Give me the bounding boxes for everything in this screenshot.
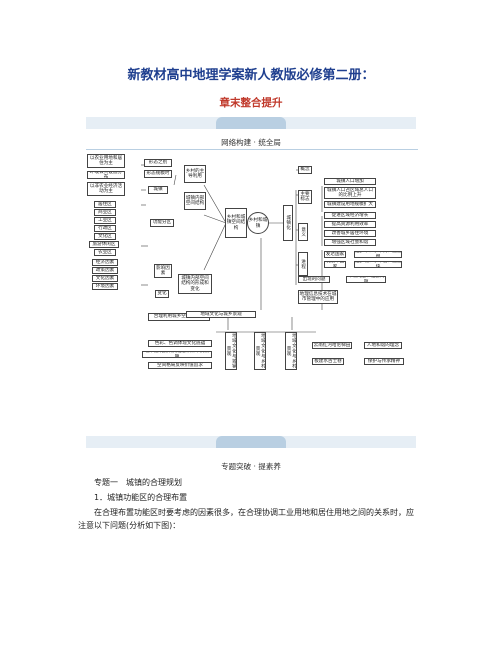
box-change: 变化 — [155, 290, 169, 298]
zone-item: 居住区 — [94, 201, 116, 208]
factor-item: 经济因素 — [92, 259, 118, 266]
box-agri-residence: 以农业用地和居住为主 — [87, 154, 125, 168]
factor-item: 文化因素 — [92, 275, 118, 282]
box-process: 进程 — [298, 252, 308, 276]
note-hani: 人地和谐的理念 — [364, 342, 402, 349]
note-problems: 环境问题、社会问题 — [346, 276, 386, 283]
box-region-landscape: 地域文化与乡村景观 — [285, 332, 297, 370]
box-indicators: 主要标志 — [298, 190, 312, 204]
box-old-lane: 板建水古士巷 — [312, 358, 344, 365]
zone-item: 农业区 — [94, 249, 116, 256]
page-subtitle: 章末整合提升 — [219, 97, 283, 109]
zone-item: 文化区 — [94, 233, 116, 240]
box-culture-landscape: 地域文化与城乡景观 — [186, 311, 256, 318]
box-spatial-structure: 乡村和城镇空间结构 — [225, 208, 247, 238]
section-label-topics: 专题突破 · 提素养 — [221, 462, 281, 471]
section-band-bottom — [86, 436, 416, 448]
indicator-item: 城镇人口占区域总人口的比例上升 — [324, 187, 376, 199]
bottom-left-item: 空间格局反映价值追求 — [148, 362, 212, 369]
box-form-scale: 形态规模时 — [144, 170, 172, 178]
box-form-difference: 形态之别 — [144, 159, 172, 167]
zone-item: 行政区 — [94, 225, 116, 232]
indicator-item: 城镇人口增加 — [324, 178, 376, 185]
box-hani-terraces: 云南红河哈尼梯田 — [312, 342, 352, 349]
section-label-network: 网络构建 · 统全局 — [221, 138, 281, 147]
factor-item: 政策因素 — [92, 267, 118, 274]
box-town: 城镇 — [148, 186, 168, 194]
zone-item: 商业区 — [94, 209, 116, 216]
zone-item: 旅游休闲区 — [89, 241, 119, 248]
box-structure-change: 城镇内部空间结构的形成和变化 — [178, 274, 212, 294]
box-nonagri: 以非农业经济活动为主 — [87, 182, 125, 196]
box-town-structure: 城镇内部空间结构 — [184, 192, 206, 210]
center-node: 乡村和城镇 — [247, 212, 269, 234]
bottom-left-item: 城市建筑反映文化意识和审美情趣 — [142, 351, 212, 358]
box-rural-landscape: 地域文化与乡村景观 — [254, 332, 266, 370]
meaning-item: 增强区域社会和谐 — [324, 239, 376, 246]
note-developing: 起步晚、水平低、速度快 — [354, 261, 402, 268]
page-title: 新教材高中地理学案新人教版必修第二册： — [127, 68, 375, 83]
box-developing: 发展中国家 — [324, 261, 346, 268]
box-problems: 出现的问题 — [298, 276, 330, 283]
box-gis: 地理信息技术在城市管理中的应用 — [298, 290, 338, 304]
box-developed: 发达国家 — [324, 251, 346, 258]
section-band-top — [86, 117, 416, 129]
indicator-item: 城镇建设用地规模扩大 — [324, 201, 376, 208]
factor-item: 环境因素 — [92, 283, 118, 290]
meaning-item: 改善城乡居住环境 — [324, 230, 376, 237]
topic-paragraph: 在合理布置功能区时要考虑的因素很多，在合理协调工业用地和居住用地之间的关系时，应… — [78, 508, 414, 530]
note-developed: 起步早、水平高、速度慢 — [354, 251, 402, 258]
bottom-left-item: 色彩、色调体现文化底蕴 — [148, 340, 212, 347]
box-meaning: 意义 — [298, 223, 308, 241]
zone-item: 工业区 — [94, 217, 116, 224]
topic-heading: 专题一 城镇的合理规划 — [94, 478, 182, 487]
box-concept: 概念 — [298, 166, 312, 174]
box-function-zones: 功能分区 — [150, 219, 174, 227]
box-influence-factors: 影响因素 — [154, 264, 172, 278]
meaning-item: 促进区域经济增长 — [324, 212, 376, 219]
note-old-lane: 保护与传承精神 — [364, 358, 404, 365]
box-rural-use: 乡村的主导利用 — [184, 165, 206, 183]
concept-map: 以农业用地和居住为主 环境公共设施分布 形态之别 形态规模时 乡村的主导利用 以… — [86, 149, 418, 412]
box-public-facilities: 环境公共设施分布 — [87, 171, 125, 179]
box-urbanization: 城镇化 — [283, 205, 293, 241]
meaning-item: 提高资源利用效率 — [324, 221, 376, 228]
box-town-landscape: 地域文化与城镇景观 — [225, 332, 237, 370]
topic-subheading: 1．城镇功能区的合理布置 — [94, 493, 188, 502]
